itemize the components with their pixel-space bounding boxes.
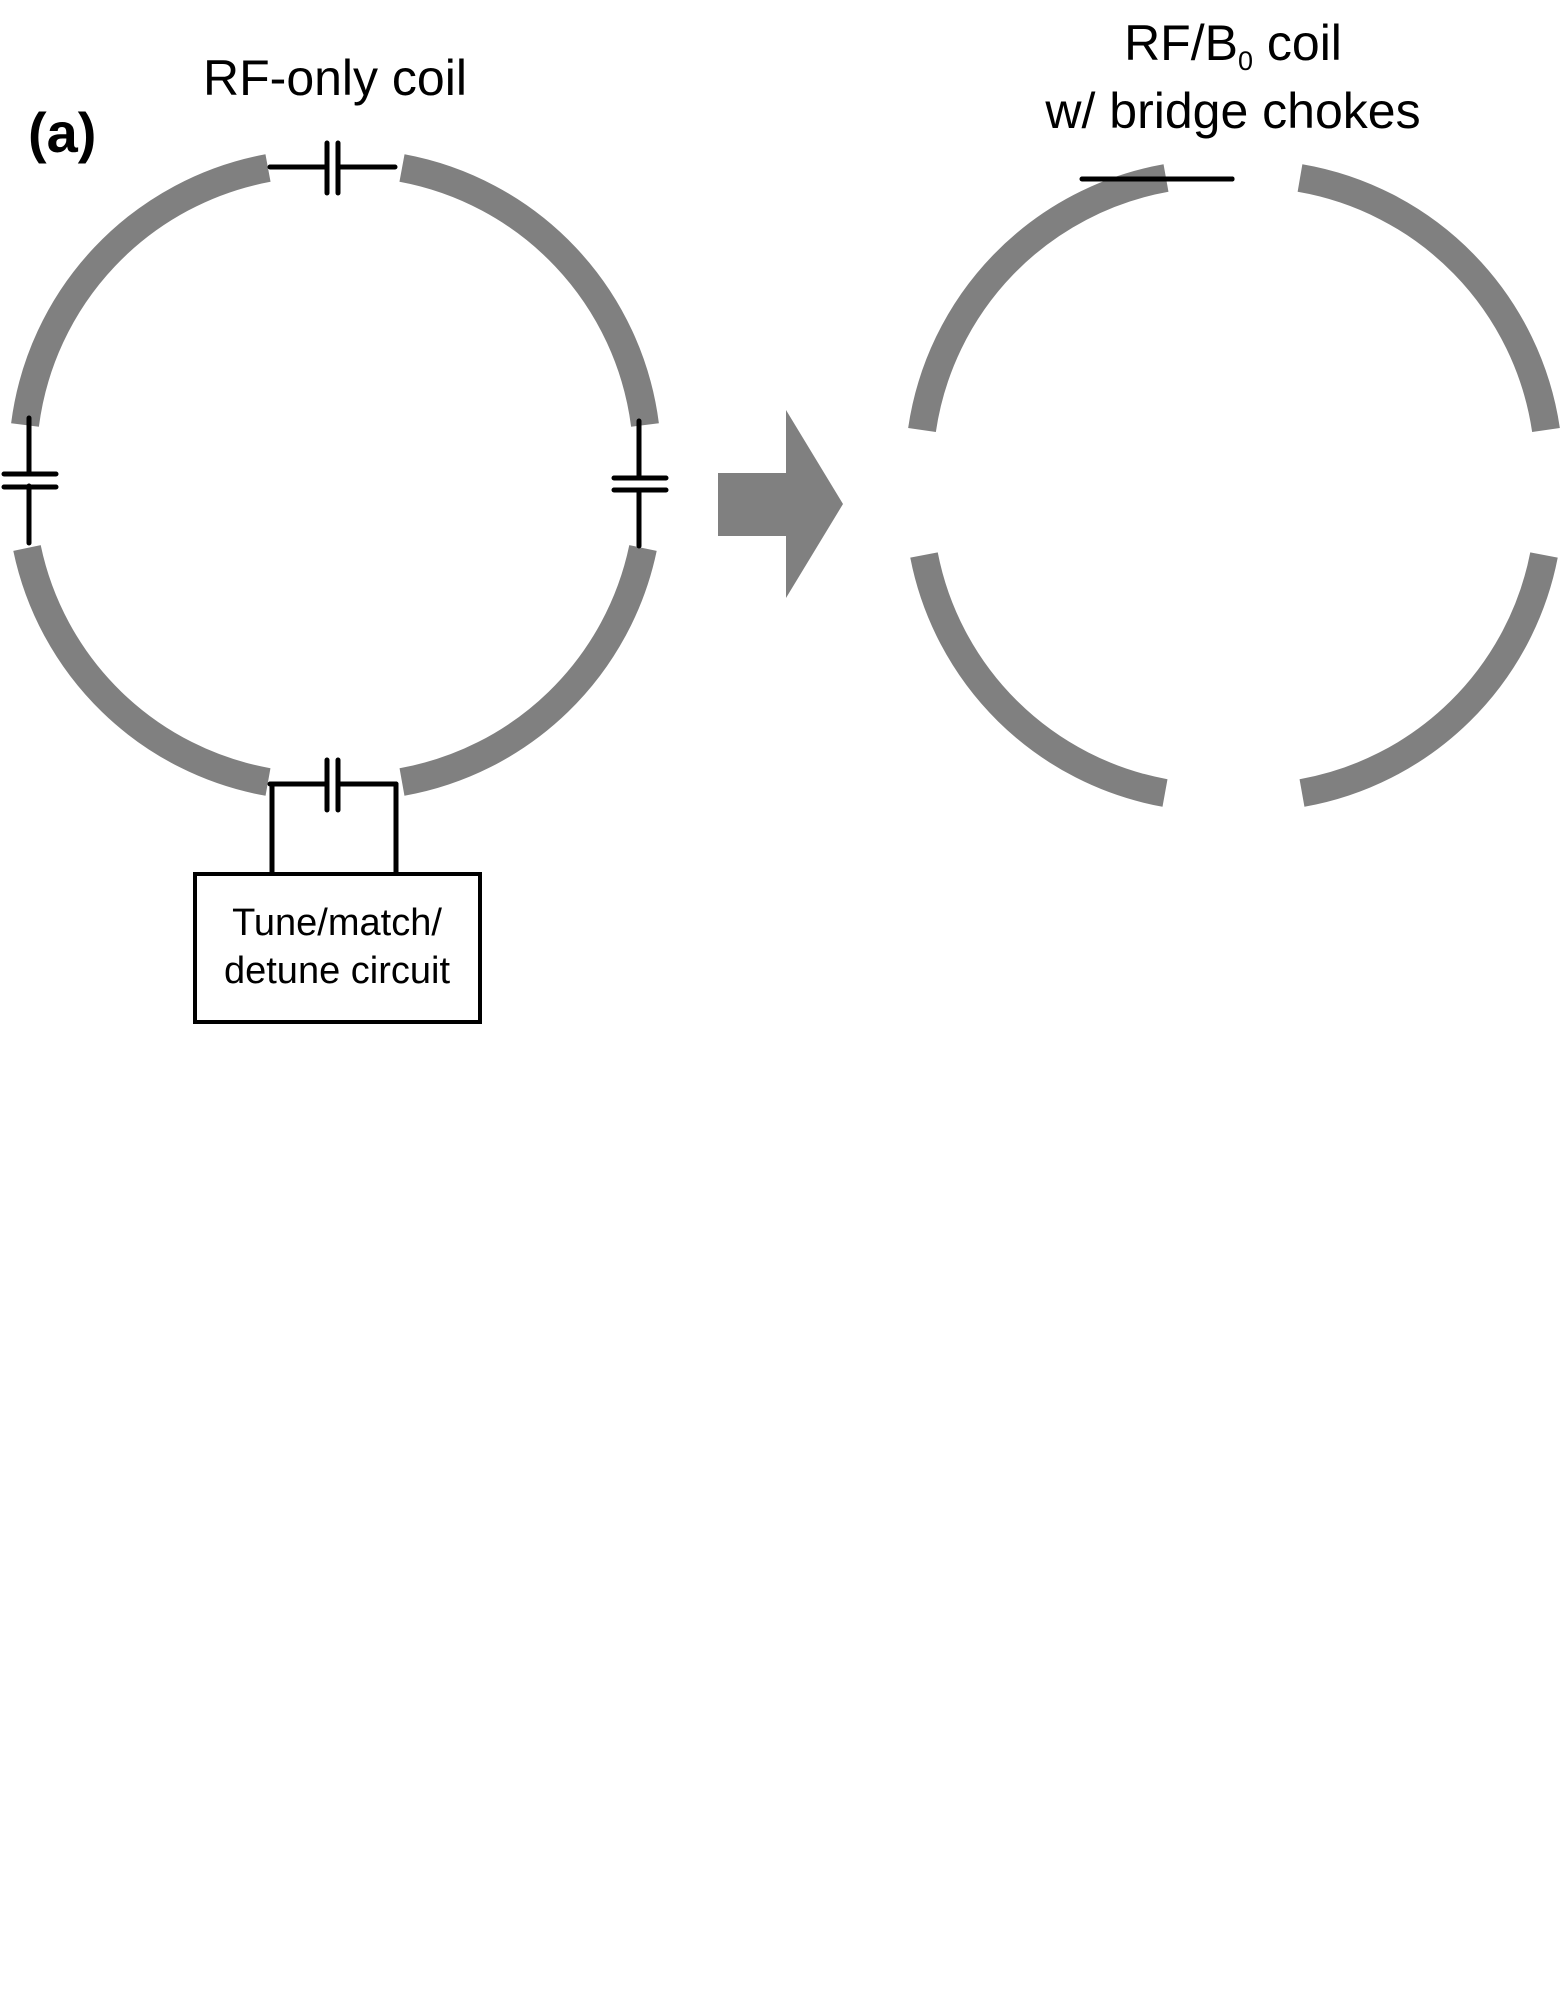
conductor-segment-bottom-left — [13, 545, 271, 796]
conductor-segment-top-right — [399, 154, 659, 427]
rf-only-coil: RF-only coil — [1, 50, 669, 1024]
rf-only-coil-title: RF-only coil — [203, 50, 467, 106]
conductor-segment-top-left — [11, 154, 271, 427]
rf-b0-coil-title-line-2: w/ bridge chokes — [1044, 83, 1420, 139]
panel-a-label: (a) — [28, 101, 96, 164]
conductor-segments — [11, 154, 659, 796]
tune-box-line-1: Tune/match/ — [232, 902, 442, 944]
capacitor-top — [267, 140, 398, 196]
rf-b0-coil-bridge-chokes: RF/B0 coil w/ bridge chokes — [908, 15, 1560, 807]
tune-match-detune-box: Tune/match/ detune circuit — [193, 872, 482, 1024]
tune-box-line-2: detune circuit — [224, 950, 450, 992]
arrow-right-icon — [718, 410, 843, 598]
rf-b0-coil-title-line-1: RF/B0 coil — [1124, 15, 1342, 76]
conductor-segment-bottom-right — [399, 545, 657, 796]
capacitor-left — [1, 415, 59, 546]
capacitor-bottom — [267, 757, 399, 876]
capacitor-right — [611, 418, 669, 549]
conductor-segments — [908, 164, 1560, 807]
